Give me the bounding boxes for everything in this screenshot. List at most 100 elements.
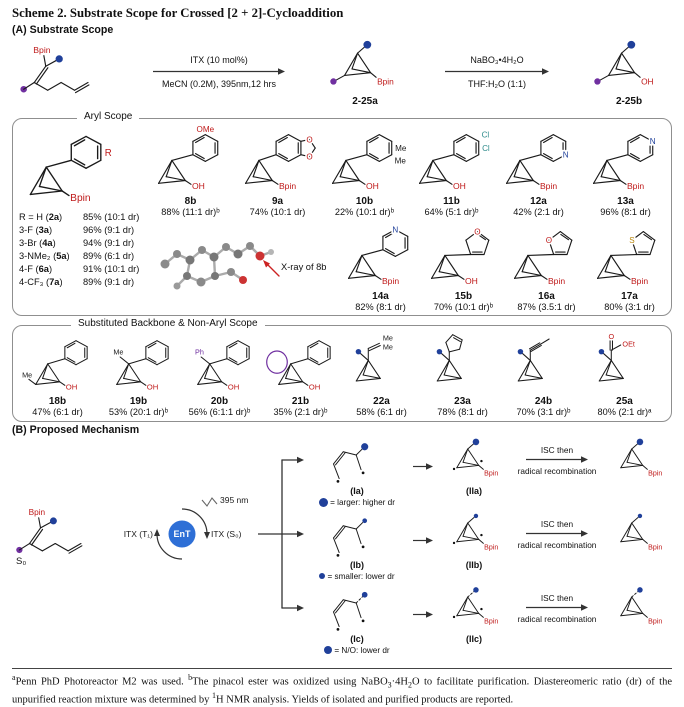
- conditions-1-bottom: MeCN (0.2M), 395nm,12 hrs: [153, 79, 285, 91]
- triplet-diradical: (Ia)= larger: higher dr: [306, 438, 408, 507]
- product-label: 2-25b: [616, 96, 642, 107]
- svg-text:R: R: [105, 148, 112, 159]
- substrate-structure: Bpin: [16, 41, 112, 106]
- compound-id: 16a: [505, 291, 588, 302]
- xray-structure-image: [147, 224, 289, 309]
- diradical-intermediate-drawing: [326, 512, 388, 559]
- compound-id: 20b: [179, 396, 260, 407]
- svg-text:Cl: Cl: [482, 144, 490, 153]
- svg-text:Me: Me: [22, 371, 32, 380]
- svg-text:395 nm: 395 nm: [220, 495, 248, 505]
- svg-text:OH: OH: [365, 181, 378, 191]
- svg-text:Bpin: Bpin: [484, 618, 498, 625]
- compound-id: 23a: [422, 396, 503, 407]
- cyclized-diradical: Bpin (IIc): [438, 586, 510, 644]
- compound-yield: 56% (6:1:1 dr)ᵇ: [179, 407, 260, 419]
- compound-yield: 42% (2:1 dr): [495, 207, 582, 219]
- legend: = N/O: lower dr: [306, 646, 408, 655]
- conditions-2-top: NaBO₃•4H₂O: [445, 55, 549, 67]
- substituent-dot-icon: [319, 573, 325, 579]
- compound-yield: 87% (3.5:1 dr): [505, 302, 588, 314]
- scheme-title: Scheme 2. Substrate Scope for Crossed [2…: [12, 6, 672, 21]
- svg-text:OH: OH: [641, 76, 654, 86]
- cyclized-diradical: Bpin(IIa): [438, 438, 510, 496]
- svg-text:Me: Me: [382, 334, 392, 343]
- svg-text:Bpin: Bpin: [648, 618, 662, 625]
- svg-text:OH: OH: [227, 383, 239, 392]
- arrow-icon: [413, 606, 433, 624]
- structure-drawing: [425, 333, 501, 393]
- svg-text:Me: Me: [395, 144, 407, 153]
- svg-text:Bpin: Bpin: [484, 544, 498, 551]
- diene-substrate-drawing: Bpin: [12, 504, 104, 561]
- compound-id: 12a: [495, 196, 582, 207]
- xray-of-8b: X-ray of 8b: [147, 224, 339, 309]
- intermediate-label: (IIb): [438, 561, 510, 570]
- svg-text:O: O: [474, 227, 480, 236]
- compound-yield: 70% (3:1 dr)ᵇ: [503, 407, 584, 419]
- triplet-diradical: (Ib)= smaller: lower dr: [306, 512, 408, 581]
- compound-id: 9a: [234, 196, 321, 207]
- svg-text:Bpin: Bpin: [626, 181, 643, 191]
- bicyclic-product-drawing: Bpin: [605, 586, 671, 633]
- svg-text:ITX (S₀): ITX (S₀): [211, 529, 242, 539]
- final-product: Bpin: [604, 512, 672, 564]
- compound-id: 24b: [503, 396, 584, 407]
- compound-yield: 88% (11:1 dr)ᵇ: [147, 207, 234, 219]
- footnote: aPenn PhD Photoreactor M2 was used. bThe…: [12, 668, 672, 707]
- structure-drawing: OH: [263, 333, 339, 393]
- compound-yield: 47% (6:1 dr): [17, 407, 98, 419]
- svg-text:Me: Me: [113, 347, 123, 356]
- mechanism-substrate: Bpin S₀: [12, 504, 108, 567]
- backbone-scope-title: Substituted Backbone & Non-Aryl Scope: [71, 318, 265, 329]
- section-b-label: (B) Proposed Mechanism: [12, 424, 672, 436]
- bicyclic-product-drawing: Bpin: [441, 512, 507, 559]
- bicyclic-product-drawing: Bpin: [605, 512, 671, 559]
- r-group-table: R = H (2a)85% (10:1 dr)3-F (3a)96% (9:1 …: [19, 211, 147, 289]
- svg-text:Me: Me: [394, 156, 406, 165]
- r-table-row: 3-Br (4a)94% (9:1 dr): [19, 237, 147, 250]
- compound-yield: 80% (3:1 dr): [588, 302, 671, 314]
- product-2-25a: Bpin 2-25a: [326, 40, 404, 107]
- legend: = larger: higher dr: [306, 498, 408, 507]
- intermediate-label: (IIc): [438, 635, 510, 644]
- r-table-row: 3-F (3a)96% (9:1 dr): [19, 224, 147, 237]
- svg-text:OMe: OMe: [196, 126, 214, 134]
- compound-id: 18b: [17, 396, 98, 407]
- r-table-row: 4-CF₃ (7a)89% (9:1 dr): [19, 276, 147, 289]
- branch-connector: [258, 438, 306, 667]
- product-label: 2-25a: [352, 96, 378, 107]
- compound-id: 10b: [321, 196, 408, 207]
- compound-id: 19b: [98, 396, 179, 407]
- compound-id: 21b: [260, 396, 341, 407]
- compound-yield: 78% (8:1 dr): [422, 407, 503, 419]
- compound-id: 22a: [341, 396, 422, 407]
- product-structure-oh: OH: [590, 40, 668, 101]
- compound-id: 8b: [147, 196, 234, 207]
- svg-text:O: O: [546, 236, 552, 245]
- reaction-scheme: Bpin ITX (10 mol%) MeCN (0.2M), 395nm,12…: [12, 37, 672, 109]
- compound-yield: 64% (5:1 dr)ᵇ: [408, 207, 495, 219]
- compound-id: 17a: [588, 291, 671, 302]
- compound-id: 14a: [339, 291, 422, 302]
- arrow-icon: [445, 68, 549, 78]
- xray-caption: X-ray of 8b: [281, 262, 326, 272]
- final-product: Bpin: [604, 438, 672, 490]
